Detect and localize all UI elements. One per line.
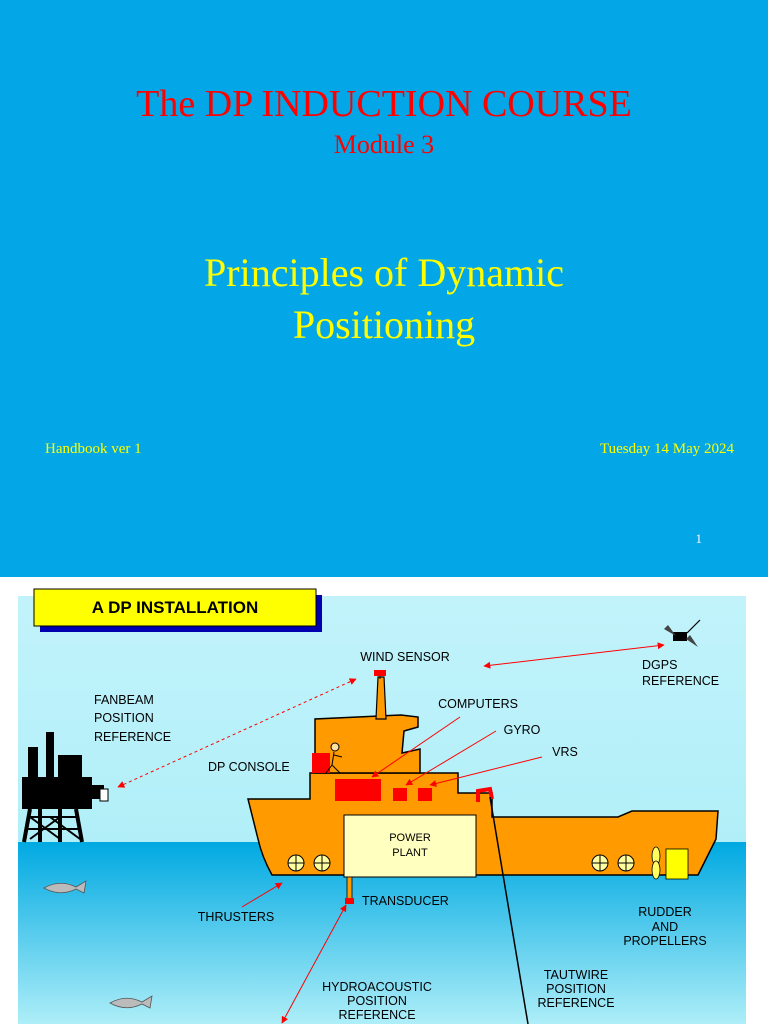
slide-subtitle: Principles of Dynamic Positioning — [0, 247, 768, 351]
hydroacoustic-label-3: REFERENCE — [338, 1008, 415, 1022]
tautwire-line — [489, 796, 529, 1025]
wind-sensor-label: WIND SENSOR — [360, 650, 450, 664]
computers-unit — [335, 779, 381, 801]
vrs-arrow — [429, 756, 543, 787]
tautwire-label-3: REFERENCE — [537, 996, 614, 1010]
rudder-label-3: PROPELLERS — [623, 934, 706, 948]
rudder-label-1: RUDDER — [638, 905, 691, 919]
thrusters-label: THRUSTERS — [198, 910, 274, 924]
header-box — [33, 588, 317, 627]
dp-installation-slide: A DP INSTALLATION POWER PLANT — [0, 577, 768, 1025]
power-plant-label-2: PLANT — [392, 847, 428, 859]
vrs-label: VRS — [552, 745, 578, 759]
fanbeam-arrow — [117, 678, 357, 788]
dgps-arrow — [483, 642, 665, 669]
gyro-unit — [393, 788, 407, 801]
fish-icon — [43, 880, 153, 1009]
propeller-icon — [651, 846, 661, 880]
dp-console-label: DP CONSOLE — [208, 760, 290, 774]
dgps-label-1: DGPS — [642, 658, 677, 672]
fanbeam-label-2: POSITION — [94, 711, 154, 725]
course-title: The DP INDUCTION COURSE — [136, 83, 632, 125]
gyro-arrow — [405, 730, 497, 786]
subtitle-line-2: Positioning — [292, 302, 476, 347]
hydroacoustic-arrow — [281, 904, 347, 1024]
page-number: 1 — [695, 531, 703, 546]
ship-mast — [375, 676, 387, 720]
tautwire-label-1: TAUTWIRE — [544, 968, 608, 982]
wind-sensor-unit — [374, 670, 386, 676]
fanbeam-label-3: REFERENCE — [94, 730, 171, 744]
transducer-label: TRANSDUCER — [362, 894, 449, 908]
power-plant — [343, 814, 477, 878]
dp-console-unit — [312, 753, 330, 773]
computers-arrow — [371, 716, 461, 778]
subtitle-line-1: Principles of Dynamic — [204, 250, 564, 295]
dp-installation-diagram: A DP INSTALLATION POWER PLANT — [18, 588, 746, 1025]
transducer-unit — [345, 898, 354, 904]
fanbeam-label-1: FANBEAM — [94, 693, 154, 707]
tautwire-label-2: POSITION — [546, 982, 606, 996]
vrs-unit — [418, 788, 432, 801]
rudder-icon — [665, 848, 689, 880]
thruster-icon — [287, 854, 635, 872]
satellite-icon — [664, 619, 701, 647]
oil-rig-icon — [22, 732, 109, 843]
dgps-label-2: REFERENCE — [642, 674, 719, 688]
slide-date: Tuesday 14 May 2024 — [599, 441, 734, 457]
module-label: Module 3 — [333, 130, 435, 159]
thrusters-arrow — [241, 882, 283, 908]
transducer-pole — [346, 876, 353, 900]
power-plant-label-1: POWER — [389, 832, 431, 844]
gyro-label: GYRO — [504, 723, 541, 737]
computers-label: COMPUTERS — [438, 697, 518, 711]
tautwire-crane — [476, 786, 494, 802]
hydroacoustic-label-1: HYDROACOUSTIC — [322, 980, 432, 994]
title-slide: The DP INDUCTION COURSE Module 3 Princip… — [0, 0, 768, 577]
rudder-label-2: AND — [652, 920, 678, 934]
handbook-version: Handbook ver 1 — [45, 441, 142, 457]
header-title: A DP INSTALLATION — [92, 598, 259, 617]
hydroacoustic-label-2: POSITION — [347, 994, 407, 1008]
